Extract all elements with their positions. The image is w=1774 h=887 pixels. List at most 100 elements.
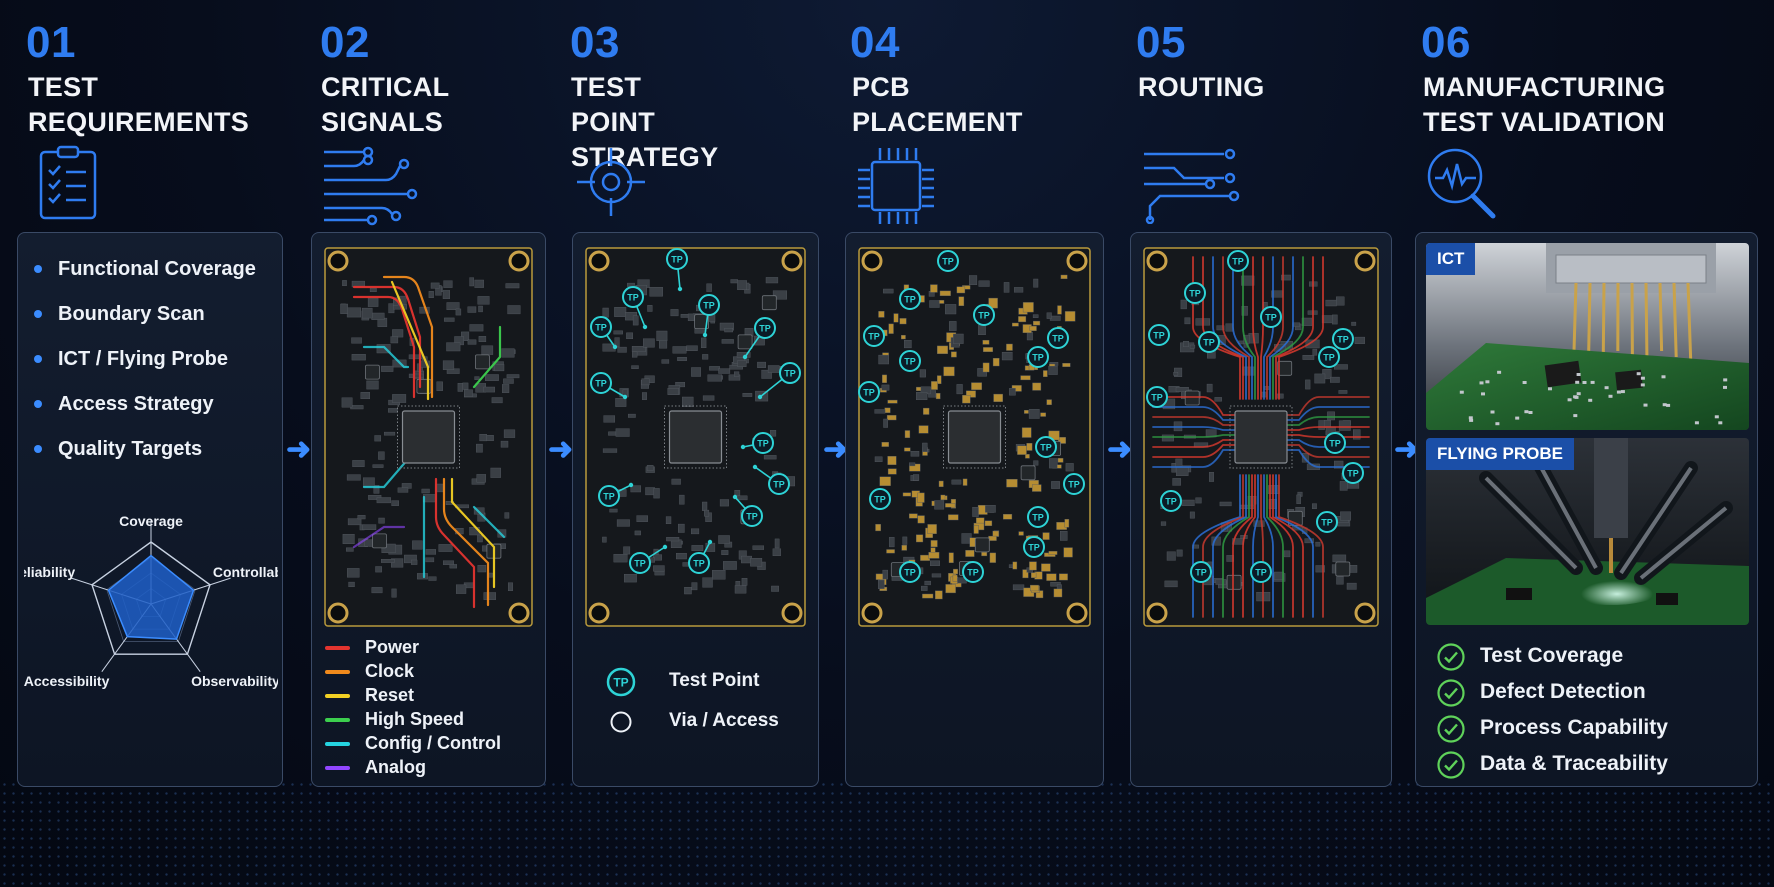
smd-component [1017, 445, 1027, 455]
signal-trace [1286, 444, 1370, 458]
smd-component [666, 537, 680, 542]
smd-component [1021, 427, 1032, 438]
smd-component [1209, 471, 1214, 482]
test-point-marker [698, 294, 720, 316]
test-point-marker [1063, 473, 1085, 495]
check-circle-icon [1437, 643, 1465, 671]
mounting-hole [588, 602, 610, 624]
smd-component [505, 283, 520, 289]
mounting-hole [327, 250, 349, 272]
smd-component [1022, 302, 1034, 313]
smd-component [1059, 531, 1068, 541]
smd-component [878, 579, 885, 589]
test-point-via [752, 464, 758, 470]
pcb-part [1608, 394, 1613, 398]
smd-component [690, 528, 700, 535]
smd-component [1001, 351, 1013, 361]
smd-component [1315, 565, 1325, 573]
legend-swatch [325, 718, 350, 722]
legend-label: Reset [365, 685, 415, 705]
smd-component [632, 351, 638, 358]
test-point-marker [1260, 306, 1282, 328]
smd-component [1315, 541, 1321, 547]
smd-component [917, 515, 925, 524]
smd-component [373, 484, 380, 494]
smd-component [1060, 274, 1068, 279]
smd-component [476, 474, 486, 483]
smd-component [901, 334, 906, 340]
smd-component [702, 501, 708, 511]
smd-component [615, 398, 627, 407]
smd-component [916, 534, 924, 543]
test-point-label: TP [978, 311, 990, 321]
smd-component [737, 360, 747, 368]
smd-component [1030, 572, 1037, 578]
photo-tag-ict: ICT [1426, 243, 1476, 275]
smd-component [1025, 454, 1030, 459]
smd-component [481, 345, 494, 355]
smd-component [943, 366, 955, 377]
smd-component [449, 564, 458, 569]
smd-component [1029, 325, 1037, 331]
signal-trace [1272, 256, 1304, 400]
smd-component [672, 346, 687, 354]
smd-component [425, 549, 437, 555]
smd-component [883, 418, 888, 428]
smd-component [992, 357, 1000, 367]
smd-component [1331, 314, 1338, 325]
smd-component [1064, 311, 1076, 322]
smd-component [686, 345, 698, 351]
smd-component [765, 277, 779, 284]
radar-axis-label: Reliability [24, 564, 75, 580]
smd-component [1281, 274, 1291, 281]
test-point-via [642, 324, 648, 330]
smd-component [909, 462, 916, 467]
mounting-hole [1146, 250, 1168, 272]
smd-component [1189, 344, 1196, 349]
chip-pins [397, 405, 460, 469]
smd-component [442, 360, 455, 370]
ic-package [974, 537, 990, 553]
legend-swatch [325, 766, 350, 770]
list-item: Data & Traceability [1436, 749, 1668, 785]
signal-trace [1278, 474, 1324, 618]
smd-component [956, 384, 963, 395]
smd-component [940, 494, 946, 501]
smd-component [632, 315, 639, 326]
test-point-marker [1227, 250, 1249, 272]
smd-component [649, 287, 663, 297]
smd-component [442, 290, 451, 299]
pcb-part [1662, 403, 1667, 407]
smd-component [952, 574, 958, 582]
test-point-label: TP [595, 379, 607, 389]
smd-component [1012, 584, 1025, 591]
smd-component [423, 494, 437, 503]
panel-test-requirements: Functional Coverage Boundary Scan ICT / … [17, 232, 283, 787]
smd-component [374, 435, 381, 442]
pcb-part [1661, 375, 1666, 379]
signal-trace [1192, 474, 1241, 618]
smd-component [378, 517, 385, 524]
smd-component [350, 405, 364, 410]
test-point-marker [1160, 490, 1182, 512]
photo-tag-flying-probe: FLYING PROBE [1426, 438, 1574, 470]
smd-component [622, 389, 628, 396]
smd-component [971, 382, 982, 390]
signal-trace [442, 477, 490, 607]
test-point-marker [899, 350, 921, 372]
smd-component [1057, 458, 1064, 463]
smd-component [934, 500, 945, 510]
smd-component [1327, 411, 1335, 421]
smd-component [1018, 316, 1027, 323]
test-point-marker [666, 248, 688, 270]
ic-package [1277, 360, 1293, 376]
smd-component [988, 535, 997, 541]
signal-trace [434, 477, 476, 609]
signal-legend: Power Clock Reset High Speed Config / Co… [325, 635, 501, 779]
test-point-marker [1190, 561, 1212, 583]
test-point-via [732, 494, 738, 500]
test-point-marker [1148, 324, 1170, 346]
smd-component [1318, 420, 1325, 430]
smd-component [464, 389, 473, 397]
smd-component [392, 394, 407, 403]
